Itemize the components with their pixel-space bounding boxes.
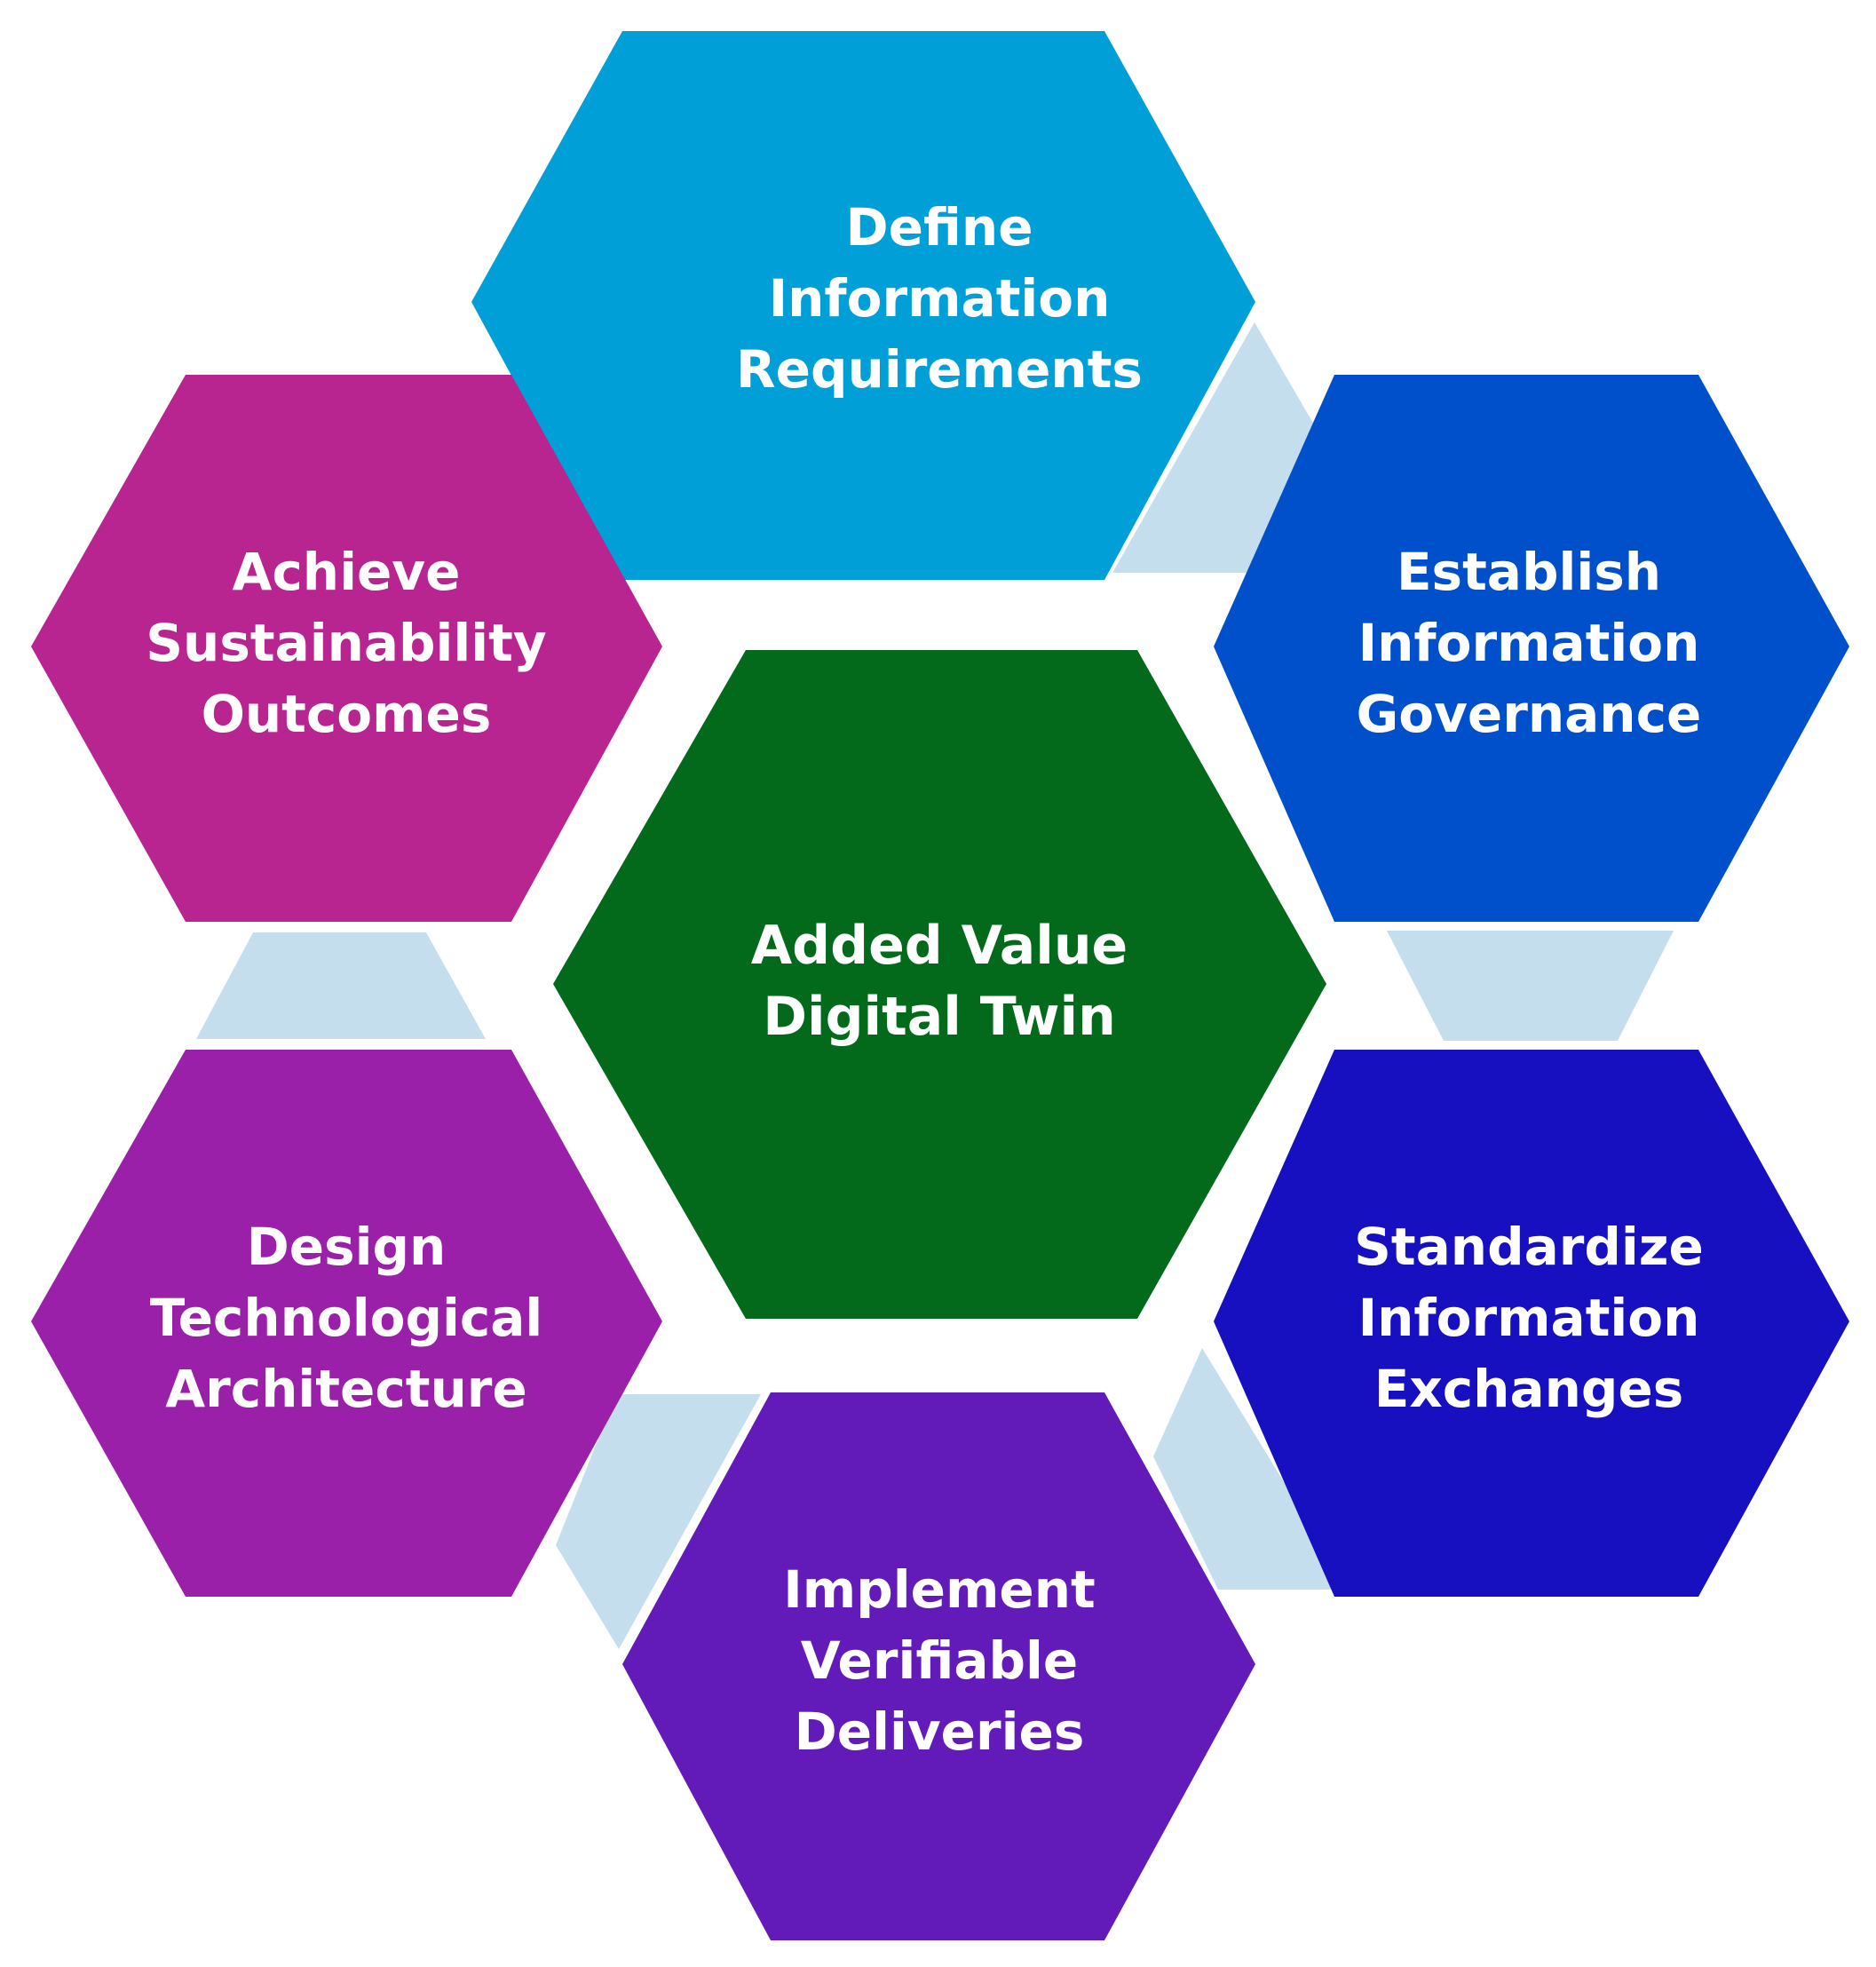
- hex-achieve-sustainability-outcomes: [31, 375, 662, 922]
- label-establish-line-3: Governance: [1357, 684, 1702, 744]
- label-standardize-line-3: Exchanges: [1374, 1359, 1684, 1419]
- label-establish-line-2: Information: [1358, 613, 1700, 673]
- hex-implement-verifiable-deliveries: [622, 1392, 1255, 1940]
- connector-design-achieve: [196, 932, 486, 1039]
- hex-standardize-information-exchanges: [1214, 1050, 1849, 1597]
- label-standardize-line-2: Information: [1358, 1288, 1700, 1348]
- connector-define-establish: [1112, 322, 1320, 573]
- label-standardize-line-1: Standardize: [1354, 1217, 1704, 1277]
- connectors: [196, 322, 1674, 1649]
- label-implement-line-2: Verifiable: [801, 1630, 1078, 1691]
- hex-establish-information-governance: [1214, 375, 1849, 922]
- label-design-line-3: Architecture: [165, 1359, 526, 1419]
- connector-standardize-implement: [1153, 1348, 1350, 1590]
- label-design-line-2: Technological: [150, 1288, 543, 1348]
- label-center-line-1: Added Value: [751, 915, 1128, 977]
- label-establish-line-1: Establish: [1397, 542, 1661, 602]
- label-achieve-line-1: Achieve: [233, 542, 461, 602]
- label-implement-line-3: Deliveries: [795, 1701, 1085, 1762]
- label-design-line-1: Design: [247, 1217, 447, 1277]
- label-achieve-line-2: Sustainability: [146, 613, 546, 673]
- hex-center-added-value-digital-twin: [553, 650, 1326, 1319]
- label-achieve-line-3: Outcomes: [202, 684, 492, 744]
- label-define-line-2: Information: [769, 268, 1111, 329]
- label-implement-line-1: Implement: [783, 1559, 1096, 1620]
- connector-establish-standardize: [1387, 931, 1674, 1041]
- hexagons: [31, 31, 1849, 1940]
- connector-implement-design: [556, 1394, 761, 1649]
- label-define-line-1: Define: [845, 197, 1033, 258]
- hex-define-information-requirements: [471, 31, 1255, 580]
- label-center-line-2: Digital Twin: [763, 986, 1116, 1048]
- label-define-line-3: Requirements: [736, 339, 1143, 400]
- hex-design-technological-architecture: [31, 1050, 662, 1597]
